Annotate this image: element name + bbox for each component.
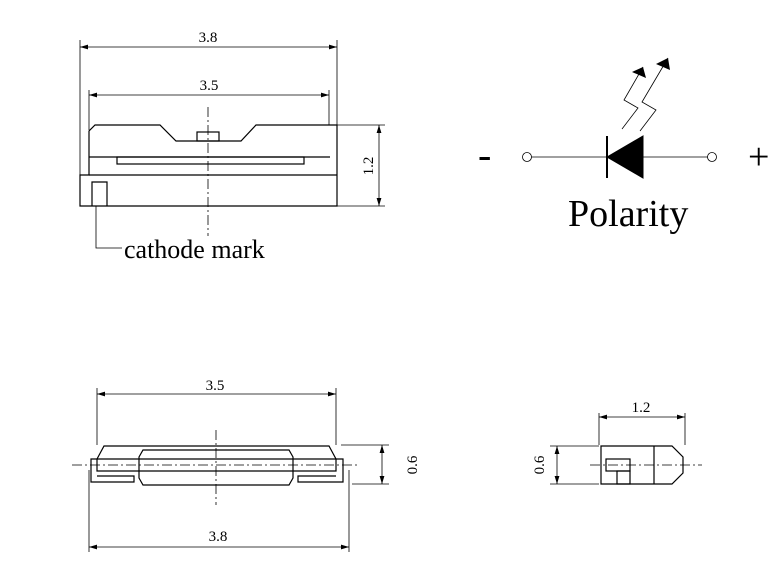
cathode-mark-label: cathode mark: [124, 235, 265, 264]
polarity-label: Polarity: [568, 193, 688, 235]
top-view-body: [79, 124, 338, 207]
dim-side-overall-width: 3.8: [209, 529, 228, 545]
top-view-window: [116, 156, 305, 165]
polarity-symbol: - + Polarity: [478, 57, 769, 235]
top-view: 3.8 3.5 1.2 cathode mark: [79, 30, 385, 264]
dim-top-height: 1.2: [361, 157, 377, 176]
end-view-body: [600, 445, 684, 485]
dim-top-body-width: 3.5: [200, 78, 219, 94]
dim-side-height: 0.6: [405, 455, 421, 474]
dim-side-body-width: 3.5: [206, 378, 225, 394]
dim-end-height: 0.6: [532, 455, 548, 474]
side-view-lens: [138, 449, 294, 486]
side-view-left-lead: [90, 458, 135, 483]
polarity-minus: -: [478, 132, 491, 177]
diode-triangle: [606, 135, 644, 179]
cathode-mark-notch: [91, 181, 108, 206]
light-arrow-2: [639, 57, 669, 132]
light-arrow-1: [621, 66, 644, 130]
end-view: 1.2 0.6: [532, 400, 702, 485]
dim-end-width: 1.2: [632, 400, 651, 416]
side-view-right-lead: [297, 458, 344, 483]
polarity-plus: +: [748, 136, 769, 178]
terminal-positive: [707, 152, 717, 162]
dim-top-overall-width: 3.8: [199, 30, 218, 46]
side-view: 3.5 3.8 0.6: [72, 378, 421, 552]
terminal-negative: [522, 152, 532, 162]
